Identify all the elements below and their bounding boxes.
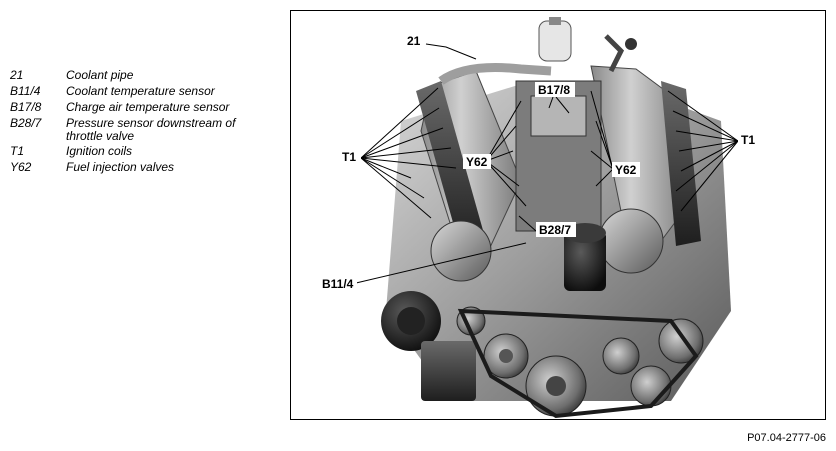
engine-figure: 21 B17/8 T1 T1 Y62 Y62 B28/7 B11/4: [290, 10, 826, 420]
legend-row-b11-4: B11/4 Coolant temperature sensor: [10, 83, 275, 99]
legend-code: B17/8: [10, 100, 42, 114]
callout-y62-right: Y62: [615, 163, 637, 177]
legend-desc: Pressure sensor downstream of throttle v…: [66, 116, 236, 143]
legend-row-b17-8: B17/8 Charge air temperature sensor: [10, 99, 275, 115]
legend-desc: Ignition coils: [66, 144, 133, 158]
callout-b17-8: B17/8: [538, 83, 570, 97]
belt-drive: [381, 291, 704, 419]
legend-code: 21: [10, 68, 24, 82]
legend-code: B28/7: [10, 116, 42, 130]
legend-row-b28-7: B28/7 Pressure sensor downstream of thro…: [10, 115, 275, 143]
legend-desc: Coolant temperature sensor: [66, 84, 215, 98]
legend-code: T1: [10, 144, 25, 158]
legend-desc: Fuel injection valves: [66, 160, 175, 174]
figure-reference-code: P07.04-2777-06: [747, 432, 826, 444]
leader-lines: [355, 43, 739, 284]
legend-desc: Coolant pipe: [66, 68, 134, 82]
legend-code: B11/4: [10, 84, 41, 98]
callout-t1-left: T1: [342, 150, 356, 164]
engine-illustration: 21 B17/8 T1 T1 Y62 Y62 B28/7 B11/4: [319, 17, 760, 419]
callout-21: 21: [407, 34, 421, 48]
callout-labels: 21 B17/8 T1 T1 Y62 Y62 B28/7 B11/4: [319, 33, 760, 291]
callout-b28-7: B28/7: [539, 223, 571, 237]
callout-y62-left: Y62: [466, 155, 488, 169]
callout-t1-right: T1: [741, 133, 755, 147]
legend-desc: Charge air temperature sensor: [66, 100, 230, 114]
legend-row-21: 21 Coolant pipe: [10, 67, 275, 83]
legend: 21 Coolant pipe B11/4 Coolant temperatur…: [10, 67, 275, 175]
callout-b11-4: B11/4: [322, 277, 354, 291]
legend-row-t1: T1 Ignition coils: [10, 143, 275, 159]
legend-code: Y62: [10, 160, 32, 174]
legend-row-y62: Y62 Fuel injection valves: [10, 159, 275, 175]
